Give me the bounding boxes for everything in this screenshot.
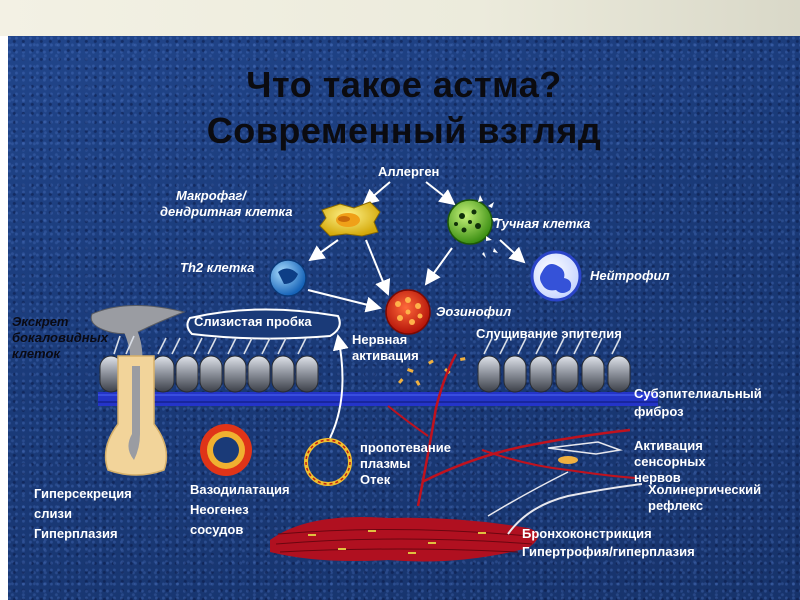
label-hypersecretion-3: Гиперплазия	[34, 526, 118, 541]
nerve-fibers	[387, 353, 643, 535]
arrow-macrophage-eos	[365, 239, 391, 296]
label-fibrosis-1: Субэпителиальный	[634, 386, 762, 401]
label-neutrophil: Нейтрофил	[590, 268, 670, 283]
label-vasodilation-1: Вазодилатация	[190, 482, 290, 497]
label-hypersecretion-2: слизи	[34, 506, 72, 521]
label-hypersecretion-1: Гиперсекреция	[34, 486, 132, 501]
label-sensory-3: нервов	[634, 470, 681, 485]
label-mucus-plug: Слизистая пробка	[194, 314, 312, 329]
label-exudation-1: пропотевание	[360, 440, 451, 455]
arrow-allergen-mast	[425, 181, 456, 206]
blood-vessel-icon	[200, 424, 252, 476]
label-desquamation: Слущивание эпителия	[476, 326, 622, 341]
arrow-mast-eos	[424, 247, 453, 286]
cilia-left	[113, 335, 307, 355]
label-exudation-2: плазмы	[360, 456, 411, 471]
label-bronchoconstriction-1: Бронхоконстрикция	[522, 526, 652, 541]
label-goblet-1: Экскрет	[12, 314, 69, 329]
label-macrophage-1: Макрофаг/	[176, 188, 246, 203]
label-nerve-2: активация	[352, 348, 419, 363]
sensory-terminal-icon	[558, 456, 578, 464]
macrophage-icon	[319, 201, 381, 237]
cell-arrows	[307, 181, 526, 313]
th2-cell-icon	[269, 259, 307, 297]
label-allergen: Аллерген	[378, 164, 440, 179]
label-fibrosis-2: фиброз	[634, 404, 684, 419]
label-mast-cell: Тучная клетка	[494, 216, 591, 231]
label-vasodilation-3: сосудов	[190, 522, 244, 537]
label-sensory-2: сенсорных	[634, 454, 706, 469]
arrow-macrophage-th2	[308, 239, 339, 262]
arrow-mast-neutrophil	[499, 239, 526, 264]
basement-membrane	[98, 392, 658, 406]
mast-cell-icon	[447, 195, 499, 258]
asthma-diagram	[90, 181, 658, 562]
arrow-allergen-macrophage	[362, 181, 391, 206]
label-sensory-1: Активация	[634, 438, 703, 453]
title-line-2: Современный взгляд	[206, 110, 602, 151]
mucus-plug-icon	[90, 305, 341, 366]
epithelium-right	[477, 355, 631, 393]
epithelium-left	[99, 355, 319, 393]
arrow-th2-eos	[307, 289, 382, 313]
label-exudation-3: Отек	[360, 472, 391, 487]
label-macrophage-2: дендритная клетка	[160, 204, 293, 219]
neutrophil-icon	[530, 250, 582, 302]
label-cholinergic-1: Холинергический	[648, 482, 762, 497]
label-nerve-1: Нервная	[352, 332, 408, 347]
label-goblet-3: клеток	[12, 346, 60, 361]
label-cholinergic-2: рефлекс	[648, 498, 704, 513]
label-th2: Th2 клетка	[180, 260, 255, 275]
eosinophil-icon	[385, 289, 431, 335]
plasma-vessel-icon	[304, 334, 352, 486]
top-band	[0, 0, 800, 36]
slide: Что такое астма? Современный взгляд	[8, 36, 800, 600]
label-goblet-2: бокаловидных	[12, 330, 108, 345]
label-vasodilation-2: Неогенез	[190, 502, 249, 517]
label-bronchoconstriction-2: Гипертрофия/гиперплазия	[522, 544, 695, 559]
title-line-1: Что такое астма?	[246, 64, 562, 105]
goblet-gland-icon	[104, 355, 168, 476]
label-eosinophil: Эозинофил	[436, 304, 512, 319]
cilia-right	[483, 337, 621, 355]
smooth-muscle-icon	[270, 516, 538, 562]
